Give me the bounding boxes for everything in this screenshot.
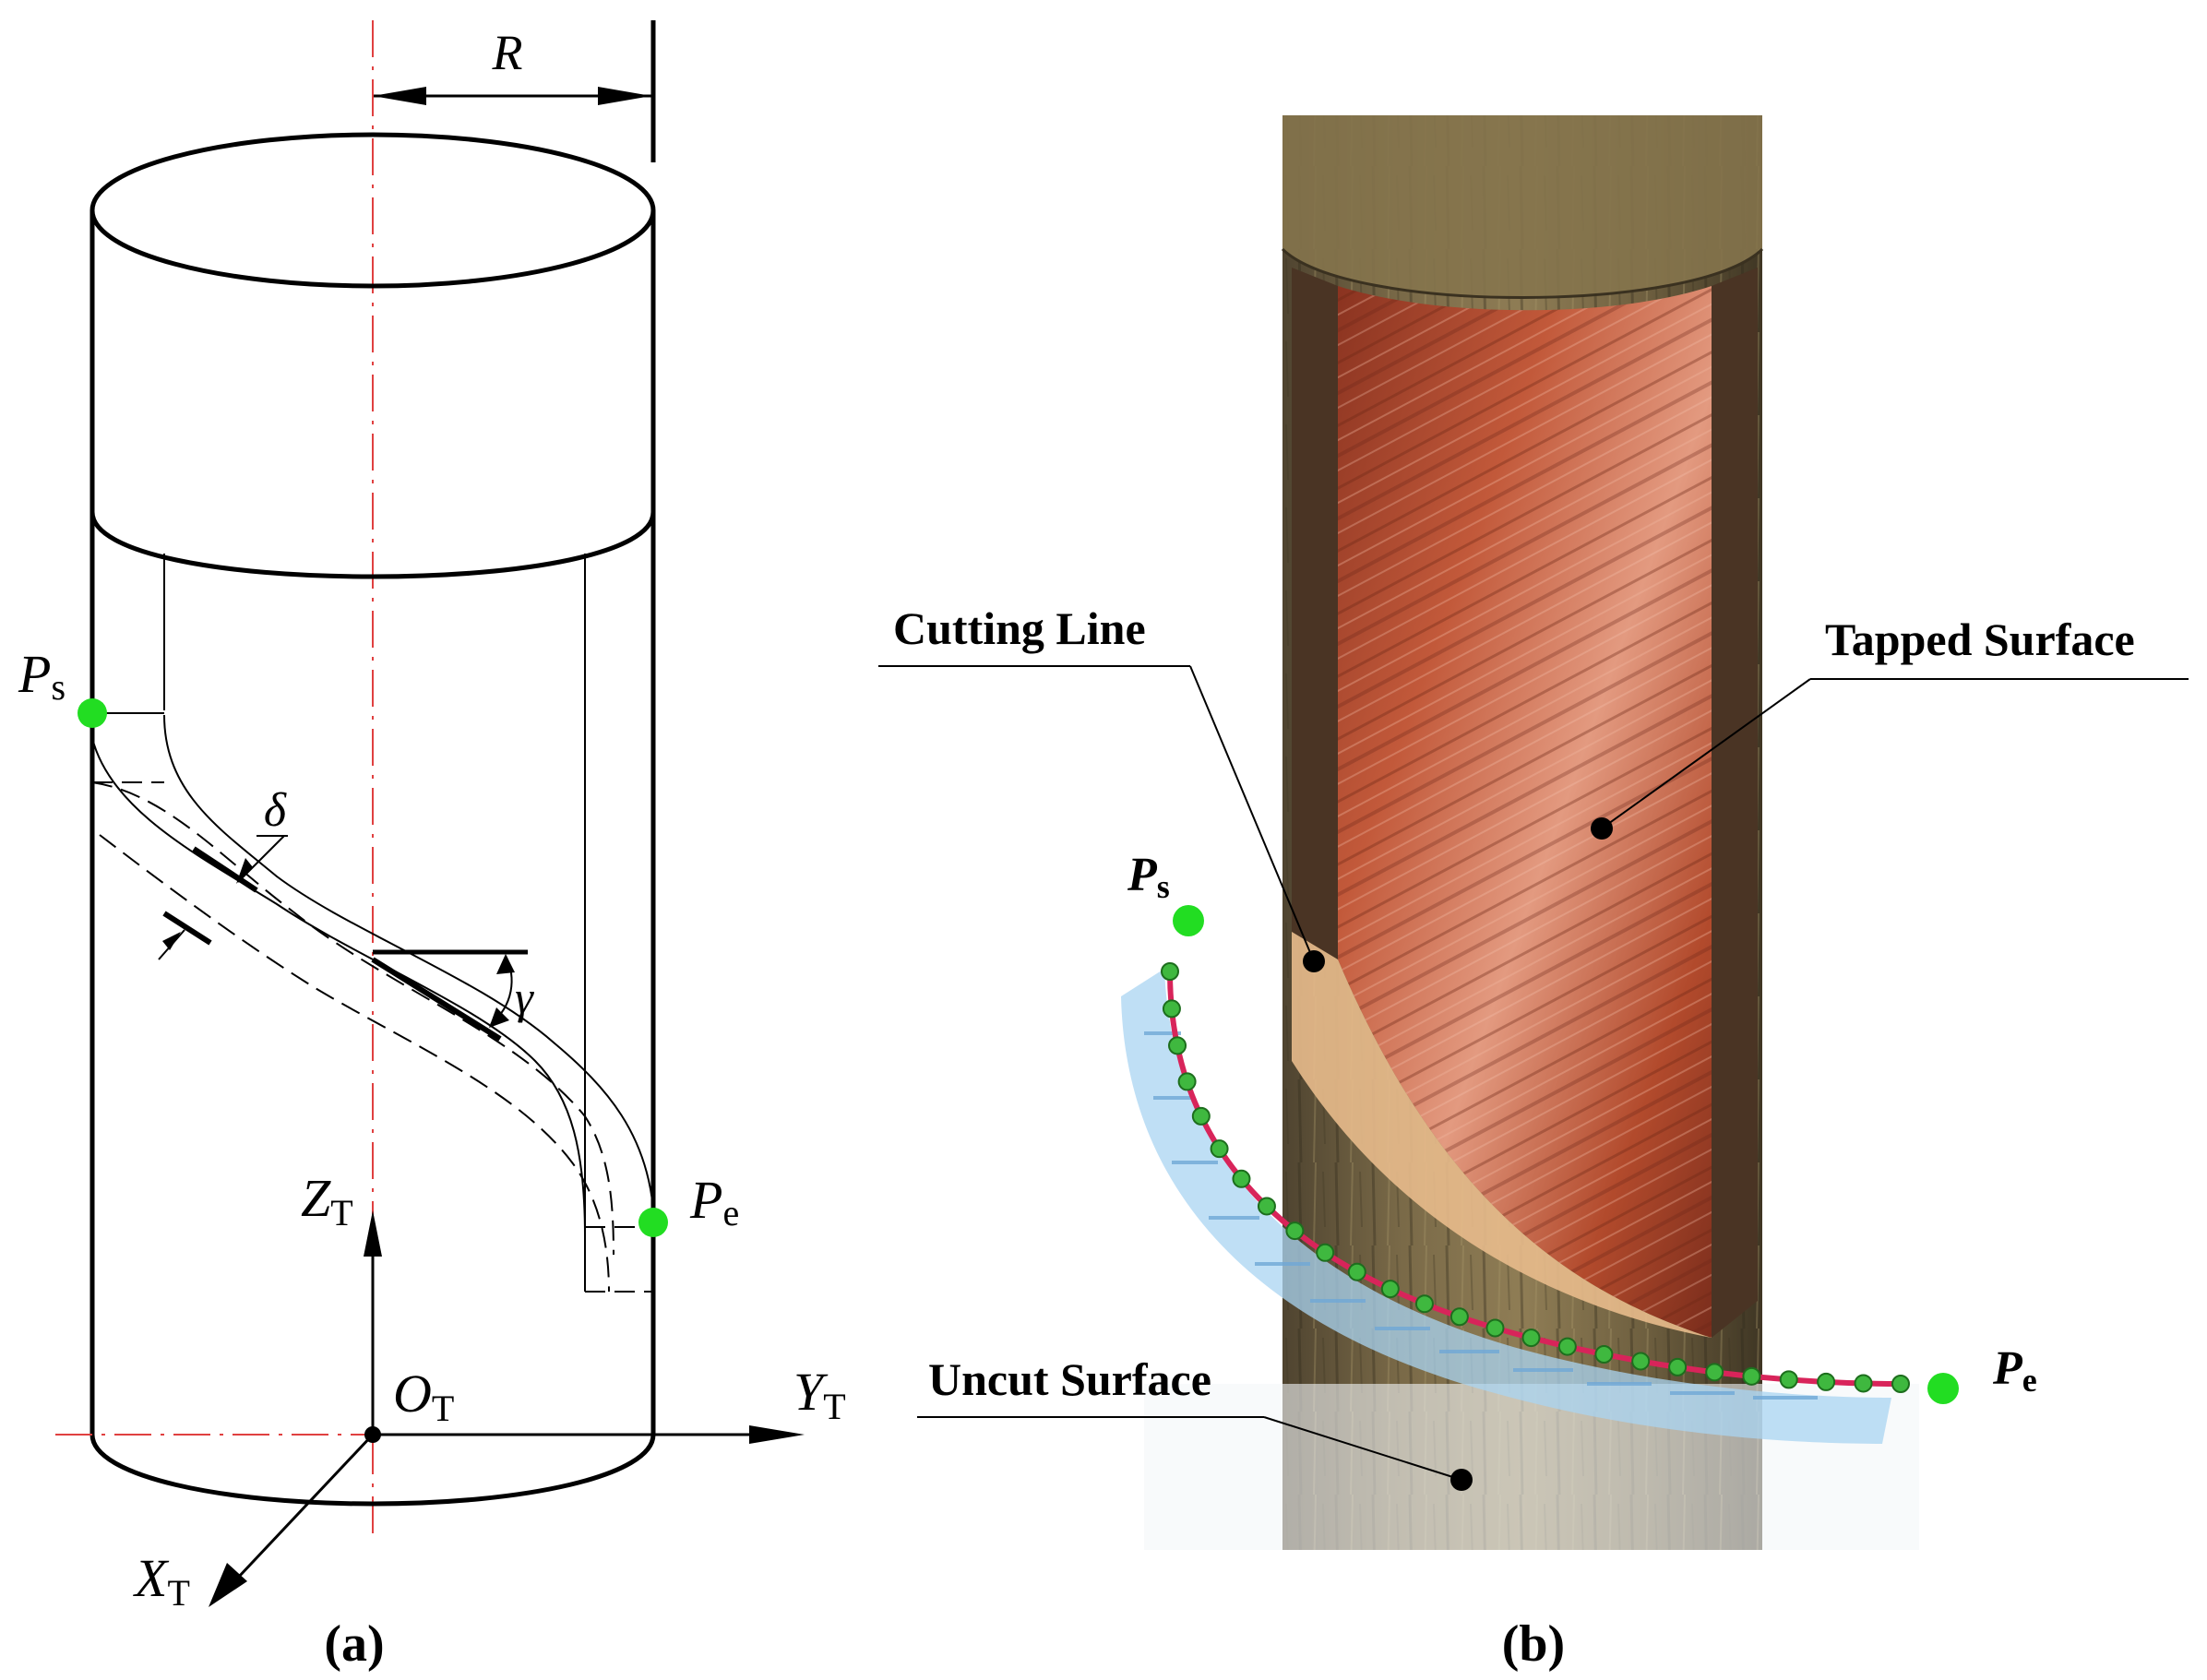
model-end-point-label: Pe bbox=[1992, 1342, 2037, 1399]
bottom-ellipse-arc bbox=[89, 1434, 656, 1507]
gamma-arrow-bottom bbox=[489, 1007, 509, 1028]
cutting-path-point bbox=[1177, 1072, 1197, 1091]
cutting-path-point bbox=[1257, 1197, 1276, 1216]
panel-a-caption: (a) bbox=[324, 1615, 384, 1673]
cutting-path-point bbox=[1631, 1352, 1651, 1371]
origin-label: OT bbox=[393, 1364, 454, 1429]
groove-right-wall bbox=[1712, 268, 1758, 1338]
tapped-surface-dot bbox=[1591, 817, 1613, 840]
cut-ledge bbox=[1292, 932, 1712, 1338]
trunk-top-rim-edge bbox=[1281, 247, 1764, 299]
cutting-path-point bbox=[1191, 1106, 1211, 1126]
origin-marker bbox=[364, 1426, 381, 1443]
model-start-point-label: Ps bbox=[1127, 849, 1170, 905]
cutting-line-leader bbox=[1189, 665, 1315, 962]
uncut-surface-leader bbox=[1263, 1416, 1462, 1481]
cutting-curve-solid-1 bbox=[163, 714, 654, 1209]
tapped-surface-label: Tapped Surface bbox=[1825, 614, 2135, 665]
cutting-path-point bbox=[1854, 1374, 1873, 1393]
cutting-path-point bbox=[1414, 1294, 1434, 1314]
delta-label: δ bbox=[264, 784, 287, 837]
z-axis-label: ZT bbox=[301, 1168, 353, 1233]
panel-b-rendered-model: Ps Pe Cutting Line Tapped Surface Uncut … bbox=[878, 115, 2189, 1673]
cutting-curve-dashed-1 bbox=[91, 781, 614, 1256]
end-point-label: Pe bbox=[689, 1170, 739, 1233]
cutting-path-point bbox=[1380, 1280, 1400, 1299]
cutting-curve-dashed-2 bbox=[99, 834, 610, 1293]
radius-arrow-right bbox=[598, 87, 651, 105]
cutting-path-point bbox=[1594, 1345, 1614, 1364]
delta-leader bbox=[237, 835, 285, 883]
delta-arrow-lower bbox=[162, 932, 181, 950]
cutting-path-point bbox=[1817, 1372, 1836, 1391]
model-start-point-marker bbox=[1173, 905, 1204, 936]
tapped-surface-leader bbox=[1601, 678, 1811, 829]
delta-bar-upper bbox=[192, 846, 258, 893]
cutting-path-point bbox=[1161, 962, 1179, 981]
uncut-surface-label: Uncut Surface bbox=[928, 1353, 1211, 1405]
cutting-path-point bbox=[1316, 1243, 1335, 1262]
gamma-tangent-line bbox=[371, 957, 502, 1042]
cutting-path-point bbox=[1232, 1169, 1251, 1188]
cutting-path-point bbox=[1449, 1307, 1469, 1327]
cutting-path-point bbox=[1521, 1329, 1541, 1348]
start-point-label: Ps bbox=[18, 644, 66, 708]
start-point-marker bbox=[78, 698, 107, 728]
cutting-line-label: Cutting Line bbox=[893, 602, 1146, 654]
cutting-path-point bbox=[1779, 1370, 1798, 1389]
cutting-path-point bbox=[1210, 1139, 1229, 1159]
trunk-top-rim bbox=[1282, 115, 1762, 298]
pe-ledge-dashed bbox=[585, 1226, 653, 1293]
staircase-steps bbox=[1144, 1031, 1818, 1400]
gamma-label: γ bbox=[515, 971, 534, 1023]
y-axis-label: YT bbox=[793, 1362, 846, 1427]
groove-left-wall bbox=[1292, 268, 1338, 959]
radius-label: R bbox=[492, 25, 523, 80]
cutting-path-point bbox=[1347, 1262, 1366, 1281]
gamma-arrow-top bbox=[496, 954, 515, 974]
cutting-path-points bbox=[1161, 962, 1910, 1393]
cutting-path-point bbox=[1742, 1366, 1761, 1386]
middle-ellipse-arc bbox=[89, 511, 656, 579]
tapped-surface-grain bbox=[1338, 286, 1712, 1338]
cutting-path-point bbox=[1162, 999, 1181, 1019]
z-axis-arrow bbox=[364, 1210, 382, 1257]
cutting-path-point bbox=[1557, 1337, 1577, 1356]
y-axis-arrow bbox=[749, 1425, 805, 1444]
cutting-line-dot bbox=[1303, 950, 1325, 972]
cutting-path-point bbox=[1285, 1221, 1305, 1241]
x-axis-arrow bbox=[209, 1563, 247, 1607]
panel-b-caption: (b) bbox=[1502, 1615, 1565, 1673]
x-axis-label: XT bbox=[133, 1548, 190, 1614]
x-axis-line bbox=[236, 1433, 375, 1579]
end-point-marker bbox=[638, 1208, 668, 1237]
cutting-path-point bbox=[1668, 1357, 1688, 1376]
panel-a-cylinder-drawing: R δ bbox=[18, 20, 846, 1673]
cutting-path-point bbox=[1705, 1363, 1724, 1382]
radius-arrow-left bbox=[373, 87, 426, 105]
delta-arrow-upper bbox=[236, 858, 253, 884]
cutting-path-point bbox=[1891, 1375, 1910, 1393]
uncut-surface-dot bbox=[1450, 1469, 1473, 1491]
model-end-point-marker bbox=[1927, 1373, 1959, 1404]
cutting-path-point bbox=[1168, 1036, 1187, 1055]
cutting-path-point bbox=[1485, 1318, 1505, 1338]
delta-bar-lower bbox=[162, 911, 212, 946]
